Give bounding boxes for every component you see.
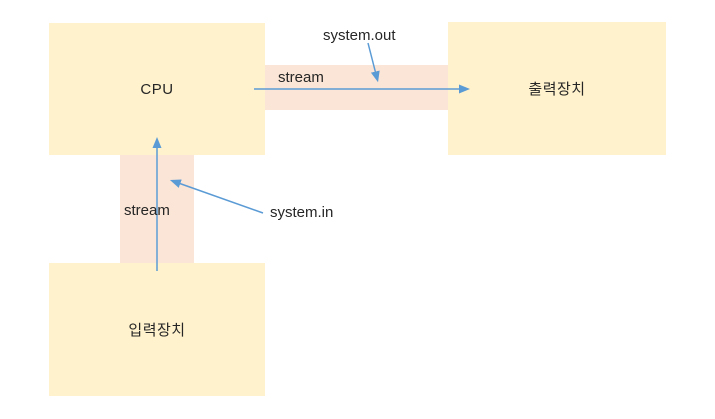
input-device-box-label: 입력장치	[128, 322, 186, 339]
output-stream-band	[265, 65, 448, 110]
system-out-label: system.out	[323, 27, 396, 44]
cpu-box-label: CPU	[140, 80, 174, 98]
input-stream-label: stream	[124, 202, 170, 219]
input-device-box: 입력장치	[49, 263, 265, 396]
output-stream-label: stream	[278, 69, 324, 86]
system-in-label: system.in	[270, 204, 334, 221]
output-device-box-label: 출력장치	[528, 81, 586, 98]
output-device-box: 출력장치	[448, 22, 666, 155]
cpu-box: CPU	[49, 23, 265, 155]
